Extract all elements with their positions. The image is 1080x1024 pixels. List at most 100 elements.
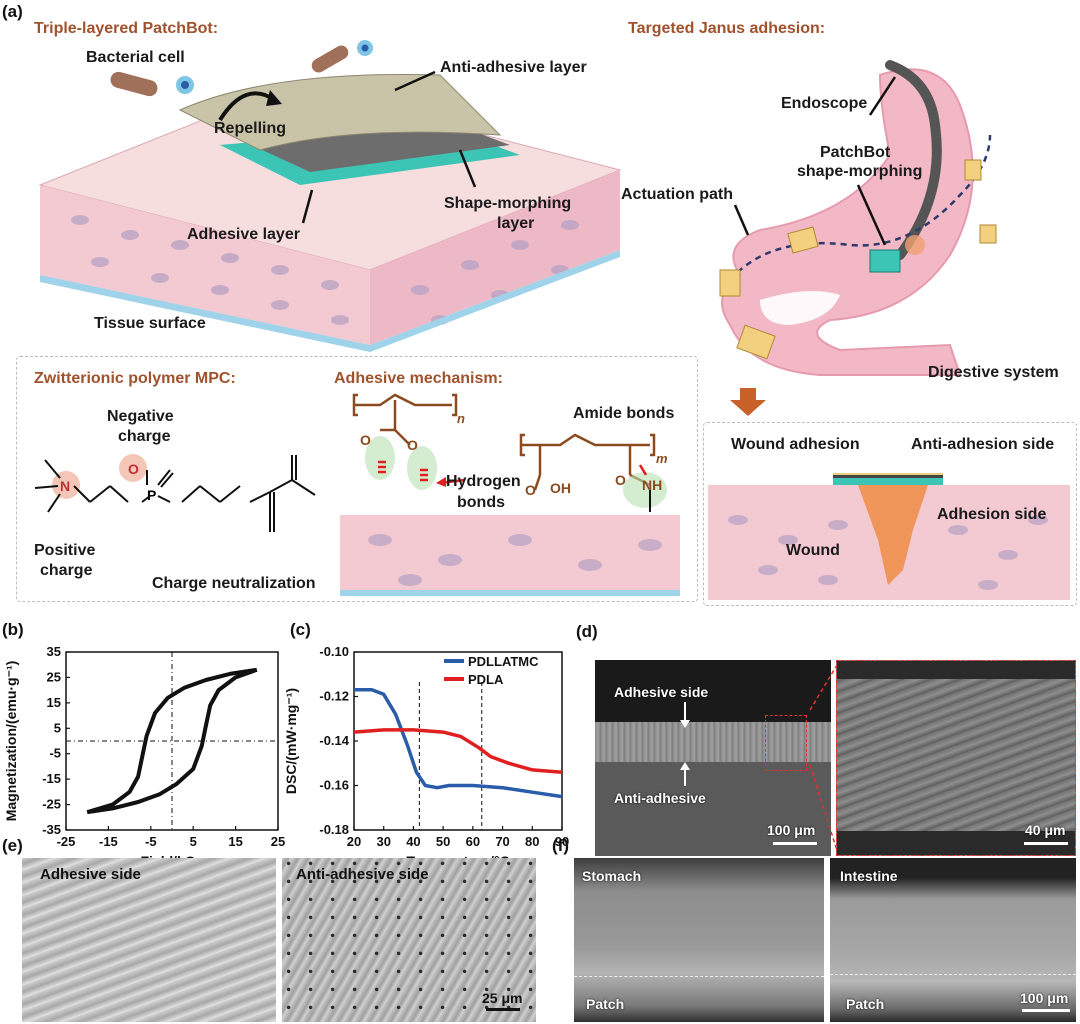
y-tick-label: -35 — [42, 822, 61, 837]
legend-label-0: PDLLATMC — [468, 654, 539, 669]
positive-charge-label-1: Positive — [34, 542, 96, 559]
magnetization-chart: -25-15-5515253525155-5-15-25-35Field/kOe… — [3, 644, 285, 869]
wound-adhesion-label: Wound adhesion — [731, 436, 860, 453]
chem-o-3: O — [525, 482, 536, 498]
janus-title: Targeted Janus adhesion: — [628, 20, 826, 37]
x-tick-label: 60 — [466, 834, 480, 849]
chemistry-box — [16, 356, 698, 602]
x-tick-label: 80 — [525, 834, 539, 849]
patchbot-label-2: shape-morphing — [797, 163, 923, 180]
y-tick-label: -0.16 — [319, 778, 349, 793]
patchbot-illustration — [38, 40, 622, 352]
y-tick-label: 35 — [47, 644, 61, 659]
bacterial-cell-label: Bacterial cell — [86, 49, 185, 66]
positive-charge-label-2: charge — [40, 562, 93, 579]
shape-morphing-label-2: layer — [497, 215, 535, 232]
scale-bar-left — [773, 842, 817, 845]
anti-adhesion-side-label: Anti-adhesion side — [911, 436, 1055, 453]
scale-bar-right — [1024, 842, 1068, 845]
sem-adhesive-side-label: Adhesive side — [614, 684, 709, 700]
legend-label-1: PDLA — [468, 672, 504, 687]
y-tick-label: 25 — [47, 669, 61, 684]
y-tick-label: 5 — [54, 720, 61, 735]
x-tick-label: -25 — [57, 834, 76, 849]
sem-arrows — [680, 702, 690, 786]
f-scale-bar — [1022, 1009, 1070, 1012]
x-tick-label: 40 — [406, 834, 420, 849]
x-tick-label: 5 — [190, 834, 197, 849]
panel-b-label: (b) — [2, 620, 24, 639]
actuation-path-label: Actuation path — [621, 186, 733, 203]
panel-f-label: (f) — [552, 836, 569, 855]
mechanism-tissue — [340, 515, 680, 595]
repelling-label: Repelling — [214, 120, 287, 137]
atom-p: P — [147, 487, 156, 503]
y-tick-label: -0.18 — [319, 822, 349, 837]
x-tick-label: 20 — [347, 834, 361, 849]
janus-patch — [833, 478, 943, 485]
panel-a-label: (a) — [2, 2, 23, 21]
y-axis-label: DSC/(mW·mg⁻¹) — [283, 688, 299, 794]
wound-illustration — [708, 473, 1070, 600]
x-tick-label: 50 — [436, 834, 450, 849]
tissue-surface-label: Tissue surface — [94, 315, 206, 332]
chem-sub-n: n — [457, 411, 465, 426]
bacterium-right — [311, 45, 349, 73]
panel-d-label: (d) — [576, 622, 598, 641]
y-tick-label: -0.10 — [319, 644, 349, 659]
intestine-label: Intestine — [840, 868, 898, 884]
adhesive-layer-label: Adhesive layer — [187, 226, 300, 243]
atom-n: N — [60, 478, 70, 494]
x-tick-label: -15 — [99, 834, 118, 849]
patch-label-intestine: Patch — [846, 996, 885, 1012]
mechanism-title: Adhesive mechanism: — [334, 370, 503, 387]
sem-anti-adhesive-label: Anti-adhesive — [614, 790, 706, 806]
chem-o-1: O — [360, 432, 371, 448]
sem-anti-adhesive-surface — [282, 858, 536, 1022]
series-line-0 — [354, 688, 563, 799]
wound-shape — [858, 485, 928, 585]
y-tick-label: -15 — [42, 771, 61, 786]
negative-charge-label-2: charge — [118, 428, 171, 445]
e-anti-adhesive-side-label: Anti-adhesive side — [296, 866, 429, 883]
x-tick-label: 25 — [271, 834, 285, 849]
x-tick-label: -5 — [145, 834, 157, 849]
chem-oh: OH — [550, 480, 571, 496]
e-adhesive-side-label: Adhesive side — [40, 866, 141, 883]
stomach-illustration — [719, 60, 997, 376]
wound-adhesion-box — [703, 422, 1077, 606]
y-tick-label: -0.12 — [319, 689, 349, 704]
sem-stomach — [574, 858, 824, 1022]
y-tick-label: -5 — [49, 746, 61, 761]
sem-intestine — [830, 858, 1076, 1022]
chem-sub-m: m — [656, 451, 668, 466]
tissue-cells — [71, 215, 579, 325]
x-tick-label: 70 — [495, 834, 509, 849]
hydrogen-bonds-label-1: Hydrogen — [446, 473, 521, 490]
sem-cross-section-left — [595, 660, 831, 856]
patchbot-title: Triple-layered PatchBot: — [34, 20, 219, 37]
endoscope-shape — [885, 60, 942, 260]
adhesion-side-label: Adhesion side — [937, 506, 1047, 523]
f-scale-bar-label: 100 μm — [1020, 990, 1069, 1006]
bacterium-left — [110, 71, 158, 97]
y-tick-label: -25 — [42, 797, 61, 812]
mpc-title: Zwitterionic polymer MPC: — [34, 370, 236, 387]
down-arrow-icon — [730, 388, 766, 416]
negative-charge-highlight — [119, 454, 147, 482]
tissue-side-face — [370, 170, 620, 345]
x-tick-label: 90 — [555, 834, 569, 849]
stomach-label: Stomach — [582, 868, 642, 884]
chem-nh: NH — [642, 477, 662, 493]
mechanism-illustration: O O O O OH NH n m — [340, 393, 680, 596]
series-line-0 — [86, 667, 258, 815]
negative-charge-label-1: Negative — [107, 408, 174, 425]
patchbot-stomach — [869, 249, 901, 273]
y-tick-label: -0.14 — [319, 733, 349, 748]
patch-label-stomach: Patch — [586, 996, 625, 1012]
mpc-structure: N O P — [34, 454, 316, 532]
patchbot-label-1: PatchBot — [820, 144, 891, 161]
e-scale-bar — [486, 1008, 520, 1011]
series-line-1 — [353, 728, 563, 774]
